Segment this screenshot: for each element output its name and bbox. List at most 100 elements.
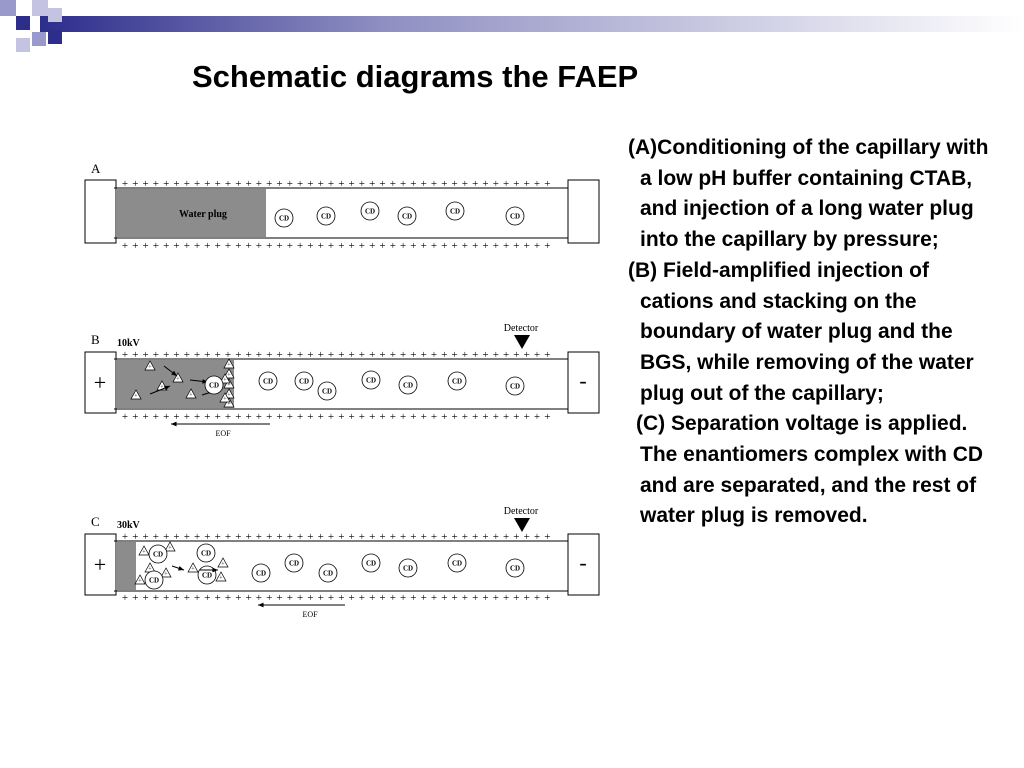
wall-charge-plus: + [194,411,200,423]
wall-charge-plus: + [204,411,210,423]
wall-charge-plus: + [524,531,530,543]
wall-charge-plus: + [338,240,344,252]
cd-label: CD [153,551,163,559]
wall-charge-plus: + [524,240,530,252]
cd-label: CD [322,388,332,396]
wall-charge-plus: + [379,349,385,361]
wall-charge-plus: + [503,240,509,252]
wall-charge-plus: + [153,178,159,190]
cd-molecule [294,371,314,391]
wall-charge-plus: + [348,531,354,543]
wall-charge-plus: + [256,178,262,190]
wall-charge-plus: + [390,411,396,423]
cd-molecule [196,543,216,563]
wall-charge-plus: + [534,531,540,543]
wall-charge-plus: + [142,349,148,361]
cd-label: CD [403,382,413,390]
wall-charge-plus: + [287,531,293,543]
wall-charge-plus: + [451,531,457,543]
cd-molecule [274,208,294,228]
wall-charge-plus: + [472,592,478,604]
wall-charge-plus: + [225,178,231,190]
wall-charge-plus: + [163,178,169,190]
wall-charge-plus: + [544,240,550,252]
wall-charge-plus: + [153,411,159,423]
wall-charge-plus: + [215,240,221,252]
wall-charge-plus: + [122,411,128,423]
wall-charge-plus: + [441,178,447,190]
wall-charge-plus: + [400,592,406,604]
wall-charge-plus: + [184,178,190,190]
migration-arrow-head [202,379,208,384]
wall-charge-plus: + [266,531,272,543]
wall-charge-plus: + [348,592,354,604]
wall-charge-plus: + [421,240,427,252]
wall-charge-plus: + [534,411,540,423]
wall-charge-plus: + [503,411,509,423]
wall-charge-plus: + [163,240,169,252]
panel-label-c: C [91,514,100,529]
wall-charge-plus: + [544,349,550,361]
wall-charge-plus: + [256,531,262,543]
wall-charge-plus: + [204,240,210,252]
wall-charge-plus: + [142,178,148,190]
wall-charge-plus: + [534,240,540,252]
cation-triangle [217,557,229,568]
cation-triangle [215,571,227,582]
wall-charge-plus: + [245,592,251,604]
wall-charge-plus: + [451,349,457,361]
wall-charge-plus: + [431,349,437,361]
wall-charge-plus: + [194,178,200,190]
wall-charge-plus: + [379,411,385,423]
wall-charge-plus: + [318,240,324,252]
cation-triangle [187,562,199,573]
wall-charge-plus: + [142,592,148,604]
wall-charge-plus: + [122,240,128,252]
wall-charge-plus: + [297,592,303,604]
wall-charge-plus: + [493,531,499,543]
electrode-minus-b: - [579,368,586,393]
wall-charge-plus: + [482,531,488,543]
cation-charge: + [227,383,231,389]
wall-charge-plus: + [390,240,396,252]
wall-charge-plus: + [194,592,200,604]
wall-charge-plus: + [462,178,468,190]
cd-molecule [361,370,381,390]
wall-charge-plus: + [462,592,468,604]
wall-charge-plus: + [215,411,221,423]
wall-charge-plus: + [390,349,396,361]
cd-label: CD [263,378,273,386]
cation-charge: + [176,377,180,383]
deco-square [16,38,30,52]
wall-charge-plus: + [410,592,416,604]
wall-charge-plus: + [369,592,375,604]
cd-molecule [505,206,525,226]
wall-charge-plus: + [482,411,488,423]
wall-charge-plus: + [276,531,282,543]
cation-charge: + [191,567,195,573]
cd-label: CD [365,208,375,216]
wall-charge-plus: + [359,531,365,543]
wall-charge-plus: + [276,178,282,190]
wall-charge-plus: + [421,411,427,423]
cation-triangle [144,360,156,371]
wall-charge-plus: + [348,240,354,252]
eof-arrow-b-head [171,421,177,427]
wall-charge-plus: + [307,349,313,361]
wall-charge-plus: + [524,349,530,361]
wall-charge-plus: + [400,178,406,190]
wall-charge-plus: + [421,592,427,604]
wall-charge-plus: + [348,411,354,423]
wall-charge-plus: + [142,531,148,543]
wall-charge-plus: + [184,411,190,423]
wall-charge-plus: + [390,531,396,543]
wall-charge-plus: + [287,178,293,190]
cd-label: CD [450,208,460,216]
wall-charge-plus: + [328,349,334,361]
cation-triangle [138,545,150,556]
cd-molecule [258,371,278,391]
description-item-b: (B) Field-amplified injection of cations… [628,258,974,405]
cation-triangle [219,392,231,403]
wall-charge-plus: + [266,592,272,604]
wall-charge-plus: + [338,531,344,543]
